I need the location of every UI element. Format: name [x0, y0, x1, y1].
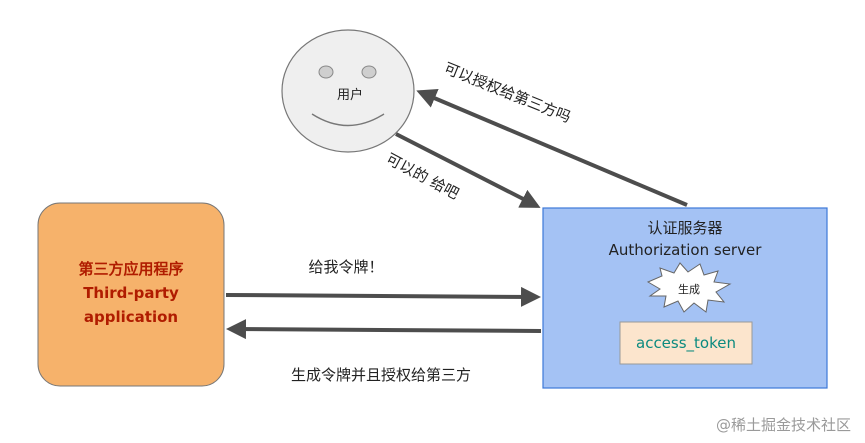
- arrow-user-reply: [395, 132, 541, 208]
- label-issue-token: 生成令牌并且授权给第三方: [291, 366, 471, 384]
- access-token-box: [619, 321, 753, 365]
- user-face-shape: [281, 29, 415, 153]
- label-user-reply: 可以的 给吧: [383, 150, 462, 203]
- auth-server-label-en: Authorization server: [609, 241, 763, 259]
- third-party-label-en-2: application: [84, 308, 178, 326]
- user-left-eye: [318, 65, 334, 79]
- third-party-box: [37, 202, 225, 387]
- third-party-node: 第三方应用程序 Third-party application: [37, 202, 225, 387]
- user-right-eye: [361, 65, 377, 79]
- watermark: @稀土掘金技术社区: [715, 416, 851, 434]
- user-node: 用户: [281, 29, 415, 153]
- third-party-label-en-1: Third-party: [83, 284, 179, 302]
- arrow-issue-token: [226, 319, 542, 340]
- arrow-ask-user: [416, 89, 688, 207]
- access-token-label: access_token: [636, 334, 736, 353]
- auth-server-label-cn: 认证服务器: [647, 219, 722, 237]
- generate-burst-label: 生成: [678, 282, 700, 296]
- user-smile: [311, 113, 385, 127]
- label-ask-user: 可以授权给第三方吗: [442, 59, 574, 126]
- label-request-token: 给我令牌！: [308, 258, 383, 276]
- generate-burst-shape: [646, 262, 732, 313]
- auth-server-node: 认证服务器 Authorization server 生成 access_tok…: [542, 207, 828, 389]
- arrow-request-token: [225, 286, 541, 307]
- third-party-label-cn: 第三方应用程序: [78, 260, 183, 278]
- user-label: 用户: [337, 87, 363, 103]
